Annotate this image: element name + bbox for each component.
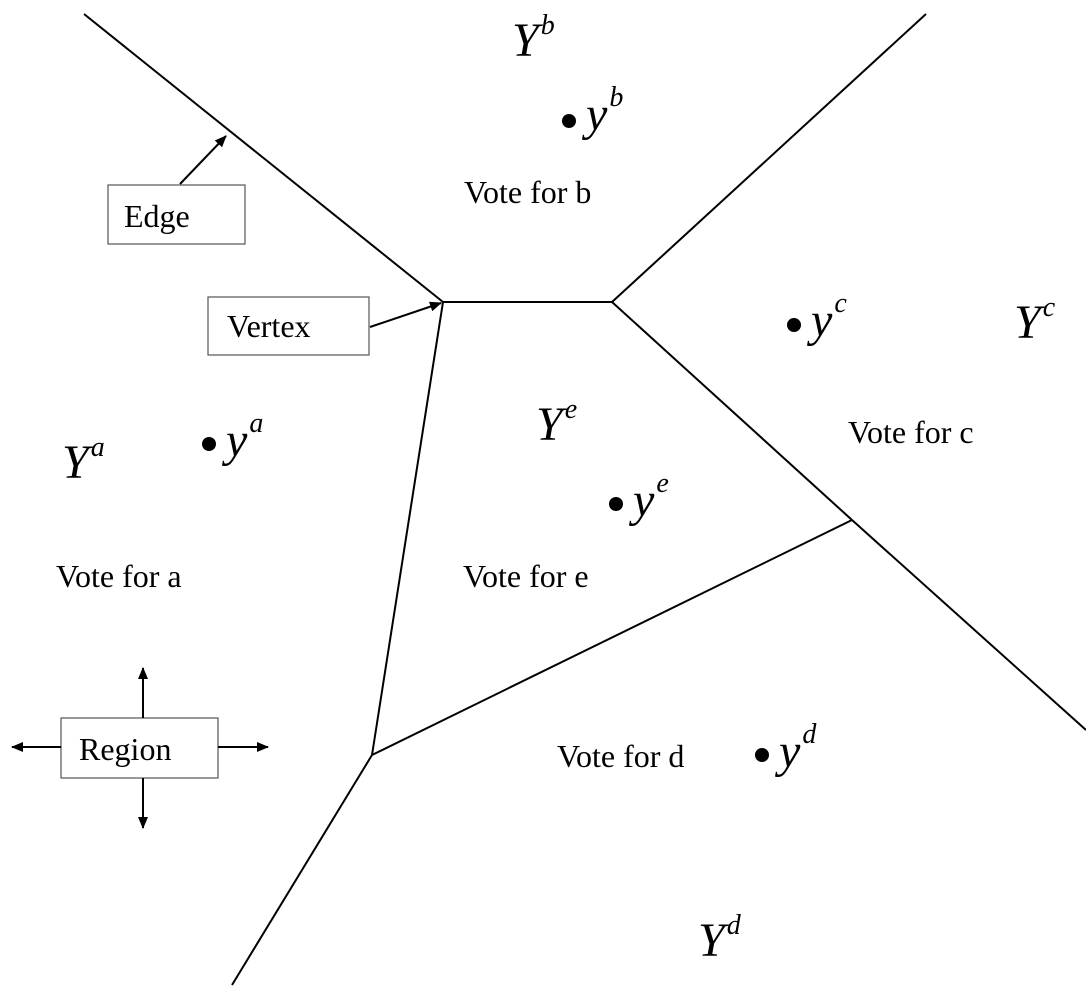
- point-dot-b: [562, 114, 576, 128]
- point-dot-c: [787, 318, 801, 332]
- vote-label-e: Vote for e: [463, 558, 589, 594]
- point-label-e: ye: [628, 468, 669, 527]
- voronoi-edges: [83, 13, 1086, 986]
- point-dot-a: [202, 437, 216, 451]
- edge-a-d: [231, 754, 373, 986]
- point-label-a: ya: [221, 408, 263, 467]
- vertex-callout-box: [207, 296, 370, 356]
- edge-callout-label: Edge: [124, 198, 190, 234]
- region-label-e: Ye: [536, 394, 577, 451]
- point-a: ya: [202, 408, 263, 467]
- region-label-b: Yb: [512, 10, 555, 67]
- point-b: yb: [562, 82, 623, 141]
- vertex-callout: Vertex: [207, 296, 442, 356]
- vote-label-a: Vote for a: [56, 558, 182, 594]
- edge-a-b: [83, 13, 444, 303]
- point-label-c: yc: [806, 288, 847, 347]
- point-label-d: yd: [774, 719, 817, 778]
- vote-label-c: Vote for c: [848, 414, 974, 450]
- point-c: yc: [787, 288, 847, 347]
- edge-d-e: [371, 519, 853, 756]
- point-dot-d: [755, 748, 769, 762]
- region-callout: Region: [11, 667, 269, 829]
- edge-b-c: [611, 13, 927, 303]
- point-e: ye: [609, 468, 669, 527]
- point-label-b: yb: [581, 82, 623, 141]
- edge-c-d: [851, 519, 1086, 731]
- region-label-d: Yd: [698, 910, 742, 967]
- edge-c-e: [611, 301, 853, 521]
- edge-callout: Edge: [107, 135, 246, 245]
- vertex-callout-arrow: [369, 301, 442, 328]
- point-dot-e: [609, 497, 623, 511]
- region-label-c: Yc: [1014, 292, 1056, 349]
- vote-label-b: Vote for b: [464, 174, 591, 210]
- region-label-a: Ya: [62, 432, 105, 489]
- edge-callout-arrow: [179, 135, 227, 185]
- vote-label-d: Vote for d: [557, 738, 684, 774]
- region-callout-label: Region: [79, 731, 171, 767]
- point-d: yd: [755, 719, 817, 778]
- vertex-callout-label: Vertex: [227, 308, 311, 344]
- edge-a-e: [371, 301, 444, 756]
- edge-callout-box: [107, 184, 246, 245]
